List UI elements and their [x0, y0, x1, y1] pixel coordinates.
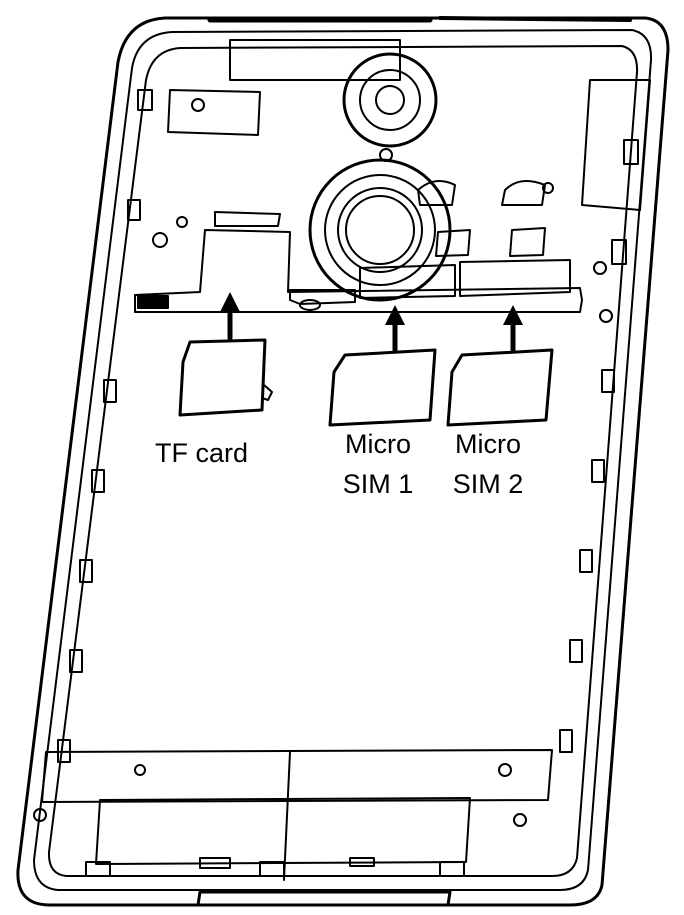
up-arrow-icon [503, 305, 523, 353]
phone-inner-frame [33, 29, 653, 891]
micro-sim-1-label-line2: SIM 1 [342, 469, 414, 499]
micro-sim-2-card [446, 348, 554, 427]
micro-sim-1-card [328, 348, 437, 427]
up-arrow-icon [385, 305, 405, 353]
tf-card [178, 338, 273, 417]
micro-sim-1-label-line1: Micro [345, 429, 411, 459]
bottom-components [33, 749, 553, 907]
phone-housing [16, 16, 670, 907]
micro-sim-2-label-line1: Micro [455, 429, 521, 459]
side-notches [57, 89, 639, 763]
up-arrow-icon [220, 292, 240, 341]
card-slots [134, 211, 583, 313]
top-components [152, 16, 651, 323]
micro-sim-2-label-line2: SIM 2 [452, 469, 524, 499]
tf-card-label: TF card [155, 438, 249, 468]
